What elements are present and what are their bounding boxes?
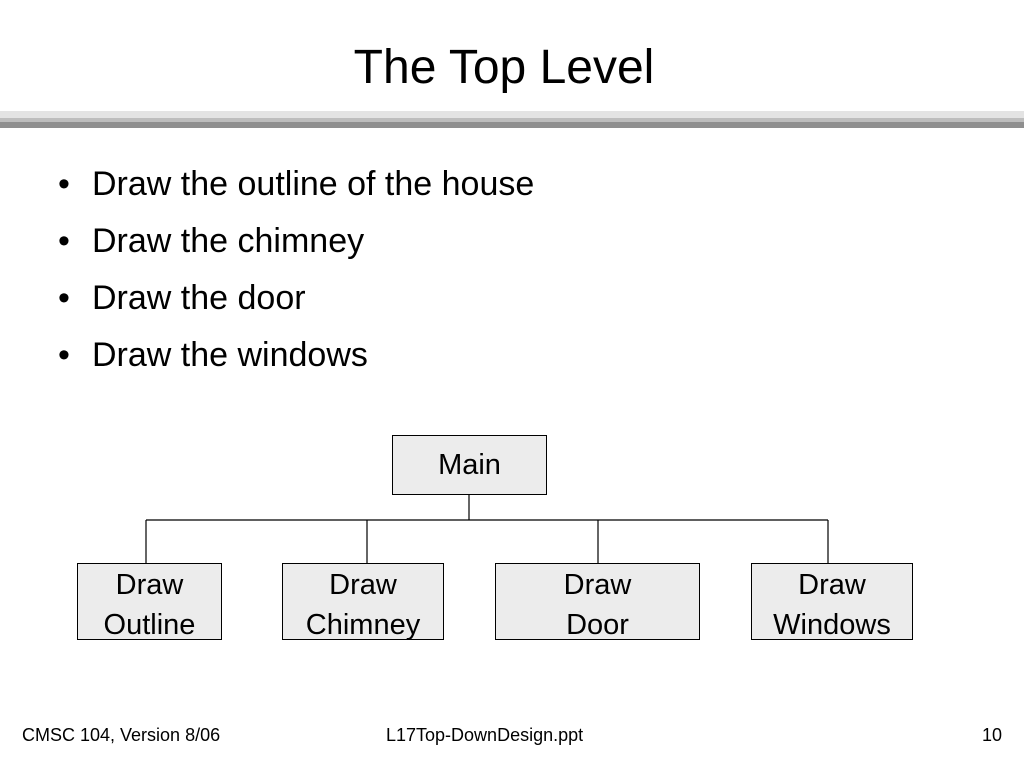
- title-rule-mid: [0, 118, 1024, 122]
- draw-outline-box: Draw Outline: [77, 563, 222, 641]
- main-box-label: Main: [438, 449, 501, 481]
- draw-door-box: Draw Door: [495, 563, 700, 641]
- bullet-item: • Draw the chimney: [58, 213, 534, 270]
- bullet-text: Draw the chimney: [92, 222, 365, 260]
- bullet-item: • Draw the outline of the house: [58, 156, 534, 213]
- main-box: Main: [392, 435, 547, 495]
- slide-title: The Top Level: [353, 41, 655, 94]
- footer-page-number: 10: [982, 725, 1003, 745]
- bullet-list: • Draw the outline of the house • Draw t…: [58, 156, 534, 384]
- box-label-line2: Windows: [773, 609, 891, 641]
- draw-chimney-box: Draw Chimney: [282, 563, 444, 641]
- bullet-item: • Draw the door: [58, 270, 534, 327]
- bullet-item: • Draw the windows: [58, 327, 534, 384]
- box-label-line1: Draw: [115, 569, 184, 601]
- bullet-icon: •: [58, 336, 70, 374]
- bullet-text: Draw the outline of the house: [92, 165, 535, 203]
- bullet-icon: •: [58, 279, 70, 317]
- box-label-line1: Draw: [798, 569, 866, 601]
- box-label-line2: Outline: [103, 609, 196, 641]
- bullet-text: Draw the door: [92, 279, 306, 317]
- footer-course: CMSC 104, Version 8/06: [22, 725, 221, 745]
- footer-filename: L17Top-DownDesign.ppt: [386, 725, 584, 745]
- bullet-text: Draw the windows: [92, 336, 368, 374]
- box-label-line2: Chimney: [305, 609, 421, 641]
- draw-windows-box: Draw Windows: [751, 563, 913, 641]
- bullet-icon: •: [58, 165, 70, 203]
- box-label-line1: Draw: [329, 569, 397, 601]
- box-label-line1: Draw: [563, 569, 632, 601]
- title-rule-dark: [0, 122, 1024, 128]
- box-label-line2: Door: [566, 609, 629, 641]
- bullet-icon: •: [58, 222, 70, 260]
- title-rule-light: [0, 111, 1024, 118]
